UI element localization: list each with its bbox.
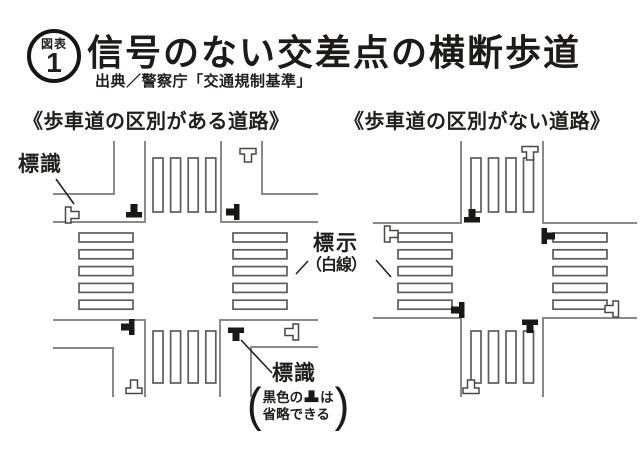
curb-line <box>373 317 462 397</box>
crosswalk-stripe <box>397 282 453 294</box>
crosswalk-stripe <box>232 232 288 243</box>
crosswalk-stripe <box>152 157 164 213</box>
crosswalk-stripe <box>505 157 517 213</box>
right-intersection-diagram <box>373 141 637 397</box>
note-line1-before: 黒色の <box>262 389 304 405</box>
curb-line <box>373 141 462 224</box>
crosswalk-stripe <box>78 282 134 294</box>
note-open-paren: ( <box>247 379 262 432</box>
crosswalk-stripe <box>232 248 288 260</box>
curb-line <box>219 319 318 397</box>
crosswalk-stripe <box>78 232 134 243</box>
crosswalk-stripe <box>78 248 134 260</box>
crosswalk-stripe <box>552 232 608 243</box>
curb-line <box>250 346 318 397</box>
crosswalk-stripe <box>552 282 608 294</box>
marking-label-line2: （白線） <box>305 257 367 274</box>
crosswalk-stripe <box>169 330 182 384</box>
crosswalk-sign-filled-icon <box>304 389 319 402</box>
marking-label: 標示 （白線） <box>296 232 376 276</box>
crosswalk-stripe <box>152 330 164 384</box>
curb-line <box>220 141 318 223</box>
crosswalk-stripe <box>397 232 453 243</box>
crosswalk-sign-filled-icon <box>226 204 240 220</box>
crosswalk-stripe <box>397 299 453 311</box>
note-text: 黒色のは 省略できる <box>262 389 335 424</box>
crosswalk-stripe <box>187 330 200 384</box>
crosswalk-stripe <box>487 330 500 384</box>
pointer-line <box>240 339 273 374</box>
sign-label-bottom: 標識 <box>272 362 316 385</box>
curb-line <box>542 141 637 224</box>
pointer-line <box>375 259 392 278</box>
note-line1-after: は <box>320 389 334 405</box>
crosswalk-sign-outline-icon <box>284 323 300 341</box>
crosswalk-sign-outline-icon <box>383 225 399 243</box>
crosswalk-sign-filled-icon <box>126 204 142 218</box>
crosswalk-stripe <box>204 157 217 213</box>
left-intersection-diagram <box>53 141 318 397</box>
pointer-line <box>295 260 309 275</box>
crosswalk-sign-filled-icon <box>451 302 465 318</box>
pointer-line <box>55 178 75 205</box>
page-title: 信号のない交差点の横断歩道 <box>87 32 582 73</box>
crosswalk-stripe <box>470 157 482 213</box>
crosswalk-sign-filled-icon <box>121 319 135 335</box>
crosswalk-stripe <box>552 265 608 277</box>
crosswalk-stripe <box>552 248 608 260</box>
crosswalk-sign-outline-icon <box>239 147 257 163</box>
crosswalk-stripe <box>505 330 517 384</box>
section-heading-left: 《歩車道の区別がある道路》 <box>23 111 290 133</box>
sign-label-top-left: 標識 <box>18 153 62 176</box>
figure-number-badge: 図表 1 <box>27 29 81 83</box>
crosswalk-stripe <box>187 157 200 213</box>
curb-line <box>542 317 637 397</box>
crosswalk-stripe <box>78 265 134 277</box>
marking-label-line1: 標示 <box>313 232 359 255</box>
source-caption: 出典／警察庁「交通規制基準」 <box>95 73 313 90</box>
crosswalk-stripe <box>522 157 535 213</box>
section-heading-right: 《歩車道の区別がない道路》 <box>344 111 611 133</box>
crosswalk-stripe <box>169 157 182 213</box>
crosswalk-stripe <box>204 330 217 384</box>
curb-line <box>53 319 146 397</box>
crosswalk-stripe <box>232 299 288 311</box>
crosswalk-sign-outline-icon <box>64 206 80 224</box>
curb-line <box>53 347 114 397</box>
badge-number: 1 <box>46 46 62 78</box>
sign-note: ( 黒色のは 省略できる ) <box>247 379 350 432</box>
crosswalk-stripe <box>522 330 535 384</box>
crosswalk-stripe <box>470 330 482 384</box>
crosswalk-stripe <box>78 299 134 311</box>
note-close-paren: ) <box>334 379 350 432</box>
badge-label: 図表 <box>40 36 67 51</box>
crosswalk-stripe <box>487 157 500 213</box>
crosswalk-stripe <box>397 248 453 260</box>
crosswalk-stripe <box>552 299 608 311</box>
curb-line <box>261 141 318 195</box>
crosswalk-sign-filled-icon <box>228 327 244 341</box>
crosswalk-stripe <box>232 282 288 294</box>
crosswalk-stripe <box>232 265 288 277</box>
note-line2: 省略できる <box>262 407 330 422</box>
crosswalk-stripe <box>397 265 453 277</box>
crosswalk-sign-outline-icon <box>125 379 143 395</box>
curb-line <box>53 141 115 195</box>
curb-line <box>53 141 146 223</box>
